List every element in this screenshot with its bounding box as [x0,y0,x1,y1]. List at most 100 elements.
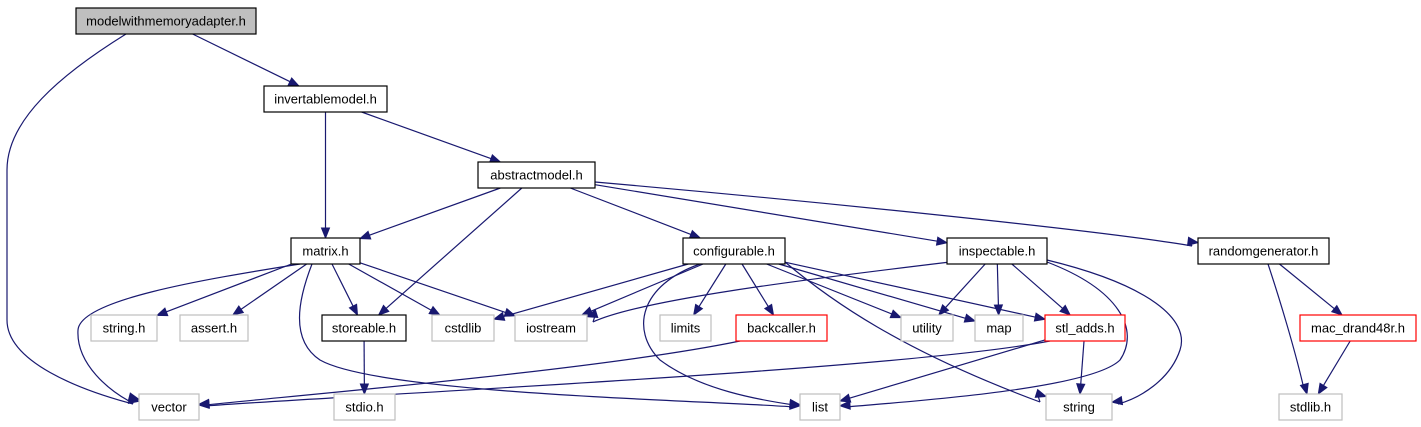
edge-line [384,187,523,310]
node-box[interactable] [974,314,1024,342]
arrow-head [348,303,359,317]
edge-inspectable-to-iostream [585,261,951,323]
node-box[interactable] [263,85,388,113]
node-configurable[interactable]: configurable.h [682,237,786,265]
node-stl-adds[interactable]: stl_adds.h [1044,314,1126,342]
node-box[interactable] [290,237,361,265]
edge-line [845,261,1128,408]
node-box[interactable] [477,161,596,189]
arrow-head [197,399,210,410]
node-box[interactable] [1045,393,1113,421]
node-list[interactable]: list [799,393,841,421]
edge-stl_adds-to-vector [197,340,1051,410]
node-box[interactable] [682,237,786,265]
node-invertablemodel[interactable]: invertablemodel.h [263,85,388,113]
node-utility[interactable]: utility [900,314,954,342]
node-box[interactable] [799,393,841,421]
edge-line [1011,263,1064,310]
arrow-head [1034,388,1048,398]
node-label: abstractmodel.h [490,168,583,183]
node-label: utility [912,321,942,336]
edge-inspectable-to-string [1046,259,1182,406]
arrow-head [692,303,704,317]
arrow-head [155,307,169,317]
arrow-head [428,305,441,316]
edge-line [359,262,507,314]
node-modelwithmemoryadapter[interactable]: modelwithmemoryadapter.h [75,7,257,35]
edge-mac_drand48r-to-stdlib_h [1317,340,1351,396]
edge-line [784,261,1037,318]
arrow-head [320,227,331,240]
node-label: mac_drand48r.h [1311,321,1405,336]
edge-line [192,33,292,83]
arrow-head [358,230,372,240]
node-box[interactable] [659,314,712,342]
edge-line [848,339,1046,400]
edge-line [1046,259,1182,405]
arrow-head [1317,382,1328,396]
node-box[interactable] [900,314,954,342]
node-stdlib-h[interactable]: stdlib.h [1278,393,1343,421]
node-cstdlib[interactable]: cstdlib [431,314,495,342]
node-box[interactable] [735,314,828,342]
edge-inspectable-to-stl_adds [1011,263,1072,316]
node-box[interactable] [514,314,588,342]
edge-line [165,263,292,313]
edges-layer [6,33,1351,410]
node-vector[interactable]: vector [138,393,200,421]
node-string[interactable]: string [1045,393,1113,421]
node-mac-drand48r[interactable]: mac_drand48r.h [1299,314,1417,342]
node-stdio-h[interactable]: stdio.h [333,393,396,421]
node-box[interactable] [90,314,158,342]
node-box[interactable] [179,314,249,342]
edge-line [239,263,308,311]
edge-line [592,261,951,323]
node-randomgenerator[interactable]: randomgenerator.h [1197,237,1330,265]
edge-line [996,263,1000,307]
edge-stl_adds-to-string [1076,340,1086,396]
edge-stl_adds-to-list [838,339,1046,403]
edge-inspectable-to-utility [937,263,986,316]
node-matrix[interactable]: matrix.h [290,237,361,265]
node-box[interactable] [946,237,1048,265]
edge-line [348,263,433,312]
node-label: string [1063,400,1095,415]
edge-abstractmodel-to-inspectable [594,184,949,246]
edge-abstractmodel-to-configurable [570,187,702,239]
edge-line [1080,340,1085,386]
node-label: vector [151,400,187,415]
edge-line [643,263,795,406]
arrow-head [838,400,851,410]
edge-matrix-to-string_h [155,263,292,317]
edge-modelwithmemoryadapter-to-invertablemodel [192,33,301,87]
arrow-head [377,304,390,316]
arrow-head [935,236,949,246]
node-abstractmodel[interactable]: abstractmodel.h [477,161,596,189]
node-box[interactable] [1278,393,1343,421]
edge-abstractmodel-to-matrix [358,187,501,240]
node-backcaller[interactable]: backcaller.h [735,314,828,342]
arrow-head [789,398,802,409]
node-box[interactable] [1044,314,1126,342]
node-box[interactable] [138,393,200,421]
node-label: list [812,400,828,415]
node-inspectable[interactable]: inspectable.h [946,237,1048,265]
node-map[interactable]: map [974,314,1024,342]
node-box[interactable] [321,314,407,342]
arrow-head [1033,312,1047,322]
node-box[interactable] [1299,314,1417,342]
node-limits[interactable]: limits [659,314,712,342]
node-box[interactable] [75,7,257,35]
node-storeable[interactable]: storeable.h [321,314,407,342]
node-box[interactable] [431,314,495,342]
edge-matrix-to-storeable [331,263,359,317]
arrow-head [1186,236,1200,246]
edge-line [368,187,501,237]
node-box[interactable] [1197,237,1330,265]
node-assert-h[interactable]: assert.h [179,314,249,342]
node-string-h[interactable]: string.h [90,314,158,342]
edge-line [361,111,493,160]
arrow-head [838,393,852,403]
node-iostream[interactable]: iostream [514,314,588,342]
node-box[interactable] [333,393,396,421]
